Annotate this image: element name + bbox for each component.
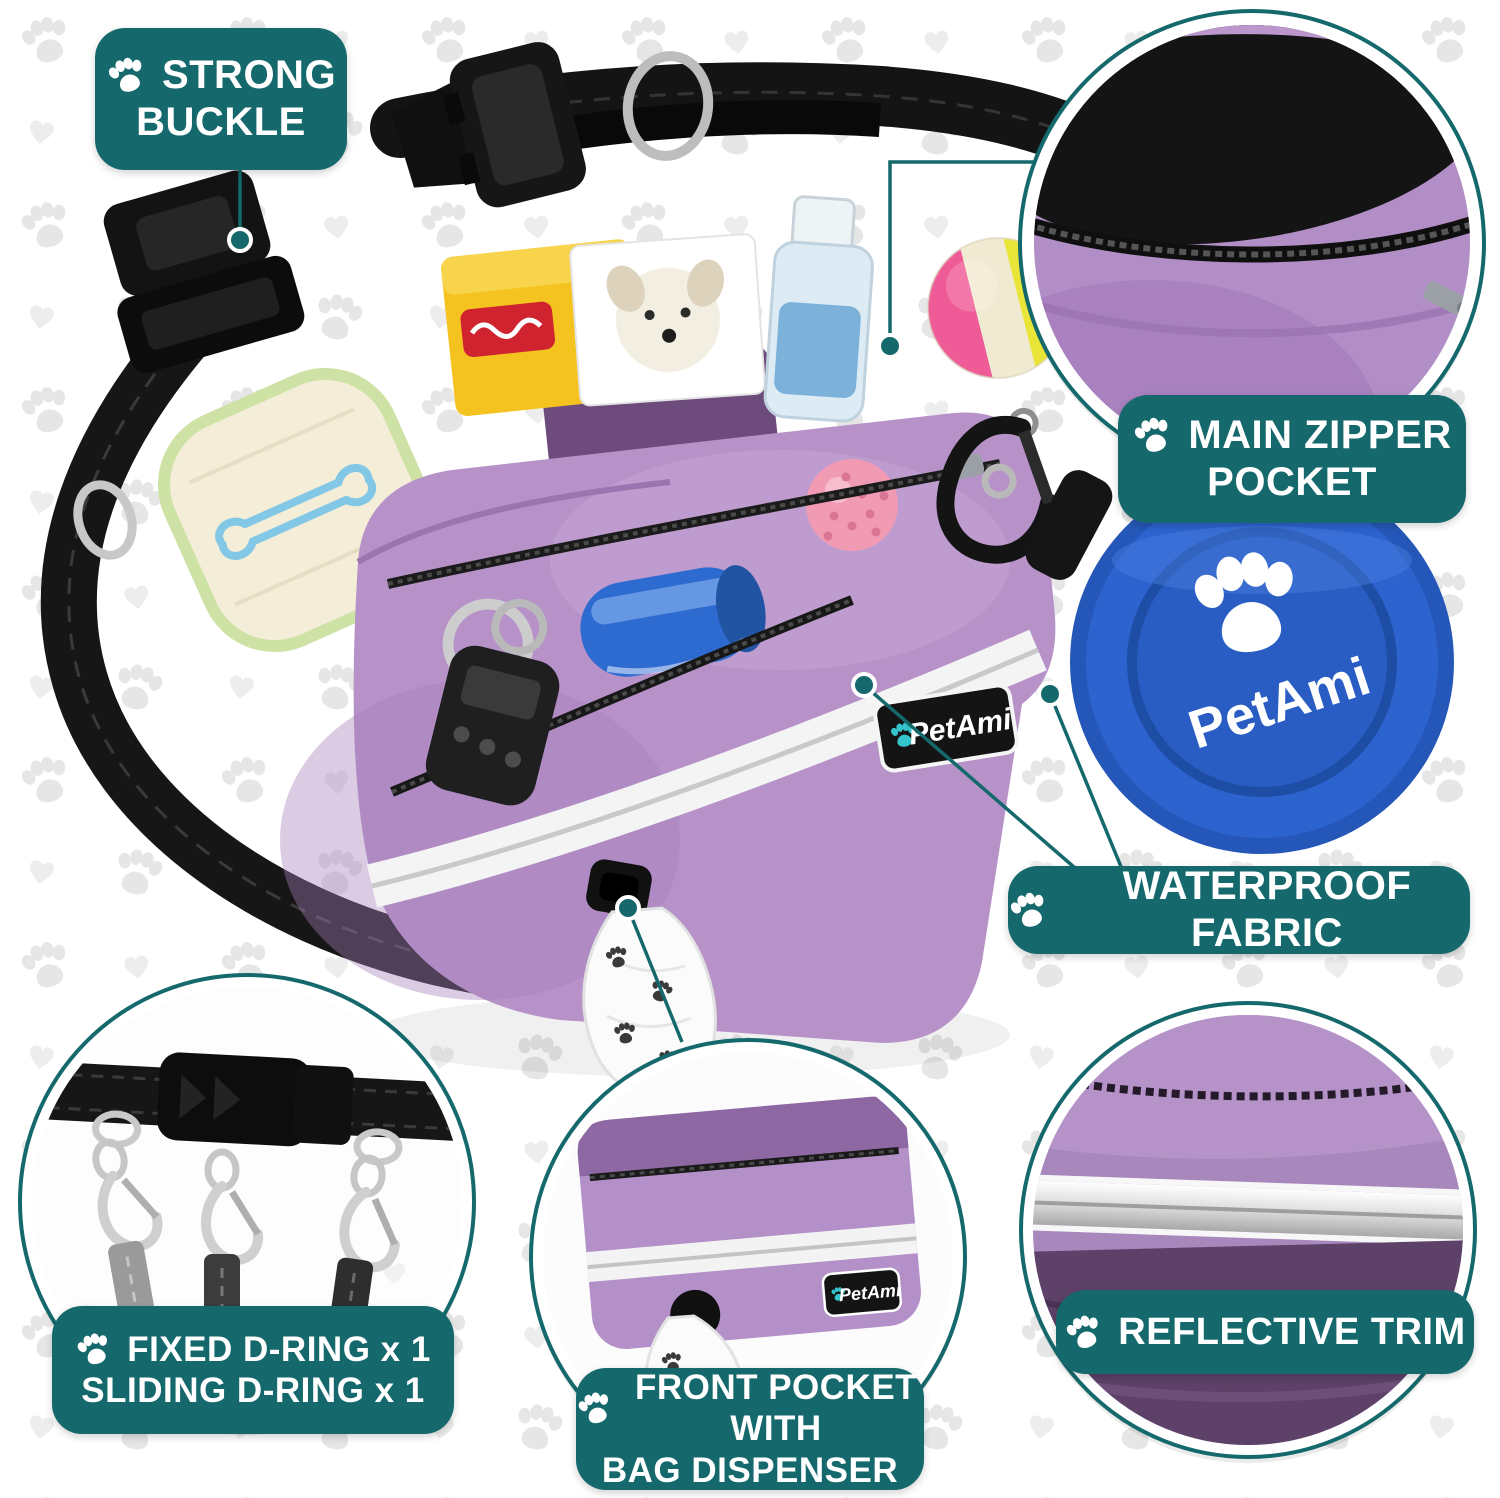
inset-reflective-stripe <box>1033 1173 1463 1247</box>
car-key-fob <box>425 598 560 806</box>
paw-icon <box>100 49 153 102</box>
badge-d-rings-line1: FIXED D-RING x 1 <box>127 1329 431 1369</box>
collar-d-ring <box>622 51 714 161</box>
badge-strong-buckle: STRONG BUCKLE <box>95 28 347 170</box>
badge-main-zipper-line2: POCKET <box>1207 460 1377 504</box>
badge-front-pocket-line2: BAG DISPENSER <box>601 1450 899 1490</box>
paw-icon <box>1003 884 1056 937</box>
badge-front-pocket: FRONT POCKET WITH BAG DISPENSER <box>576 1368 924 1490</box>
poop-bag-roll <box>580 565 766 677</box>
badge-main-zipper-line1: MAIN ZIPPER <box>1188 412 1452 457</box>
collar-buckle <box>391 42 586 208</box>
badge-d-rings: FIXED D-RING x 1 SLIDING D-RING x 1 <box>52 1306 454 1434</box>
paw-icon <box>571 1384 619 1432</box>
badge-strong-buckle-line1: STRONG <box>161 52 337 97</box>
treat-pouch-scene: PetAmi <box>157 195 1056 1099</box>
badge-strong-buckle-line2: BUCKLE <box>136 100 306 144</box>
dog-photo <box>569 233 766 407</box>
inset-mini-pouch: PetAmi <box>577 1096 921 1349</box>
badge-reflective-line1: REFLECTIVE TRIM <box>1118 1310 1466 1353</box>
paw-icon <box>1127 409 1180 462</box>
collapsible-bowl: PetAmi <box>1070 470 1454 854</box>
callout-lines <box>238 160 1126 1043</box>
strong-buckle <box>103 170 305 373</box>
collar-strap <box>370 42 1132 208</box>
paw-icon <box>1059 1307 1109 1357</box>
badge-waterproof-fabric: WATERPROOF FABRIC <box>1008 863 1470 955</box>
badge-d-rings-line2: SLIDING D-RING x 1 <box>81 1371 425 1410</box>
sliding-d-ring <box>73 480 137 560</box>
carabiner-clip <box>936 407 1059 564</box>
sanitizer-bottle <box>763 195 874 423</box>
badge-main-zipper-pocket: MAIN ZIPPER POCKET <box>1118 395 1466 523</box>
paw-icon <box>70 1325 118 1373</box>
badge-reflective-trim: REFLECTIVE TRIM <box>1056 1290 1474 1374</box>
badge-waterproof-line1: WATERPROOF FABRIC <box>1122 863 1412 955</box>
pink-spiky-ball <box>806 459 898 551</box>
callout-dots <box>227 227 1063 921</box>
inset-buckle <box>157 1052 354 1147</box>
badge-front-pocket-line1: FRONT POCKET WITH <box>634 1368 918 1449</box>
pouch-front <box>353 412 1056 1043</box>
inset-brand-label: PetAmi <box>821 1267 903 1318</box>
